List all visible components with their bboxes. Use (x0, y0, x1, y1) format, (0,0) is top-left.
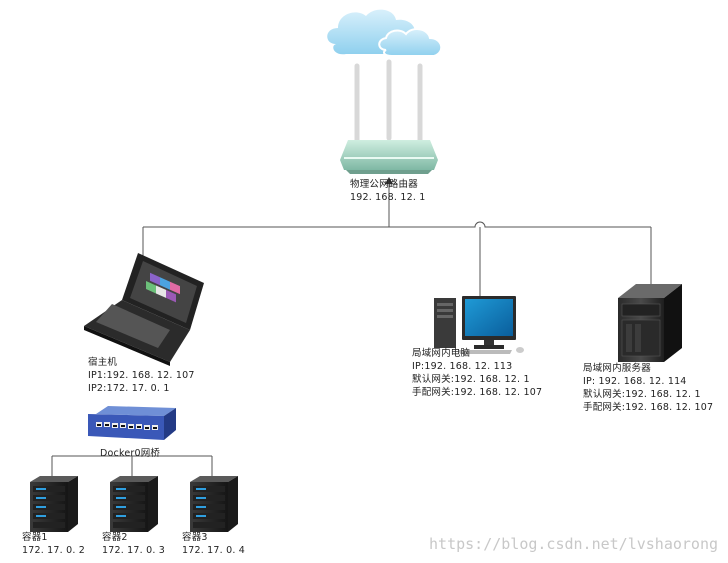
network-switch-icon (88, 406, 176, 440)
lan-bus-line (143, 221, 651, 228)
router-icon (340, 59, 438, 174)
pc-default-gateway: 默认网关:192. 168. 12. 1 (412, 374, 530, 385)
connection-lines (51, 178, 652, 476)
host-name: 宿主机 (88, 357, 118, 368)
rack-server-icon-3 (190, 476, 238, 532)
container-2-name: 容器2 (102, 532, 128, 543)
container-1-name: 容器1 (22, 532, 48, 543)
watermark-text: https://blog.csdn.net/lvshaorong (429, 535, 718, 553)
router-ip: 192. 168. 12. 1 (350, 192, 426, 203)
host-ip2: IP2:172. 17. 0. 1 (88, 383, 170, 394)
server-ip: IP: 192. 168. 12. 114 (583, 376, 687, 387)
router-name: 物理公网路由器 (350, 179, 418, 190)
cloud-icon (327, 9, 443, 57)
container-3-name: 容器3 (182, 532, 208, 543)
rack-server-icon-1 (30, 476, 78, 532)
pc-ip: IP:192. 168. 12. 113 (412, 361, 513, 372)
container-2-ip: 172. 17. 0. 3 (102, 545, 166, 556)
container-1-ip: 172. 17. 0. 2 (22, 545, 86, 556)
tower-server-icon (618, 284, 682, 362)
server-manual-gateway: 手配网关:192. 168. 12. 107 (583, 402, 714, 413)
laptop-icon (84, 253, 204, 366)
container-3-ip: 172. 17. 0. 4 (182, 545, 246, 556)
rack-server-icon-2 (110, 476, 158, 532)
desktop-pc-icon (434, 296, 524, 354)
server-name: 局域网内服务器 (583, 363, 651, 374)
bridge-name: Docker0网桥 (100, 448, 161, 459)
pc-name: 局域网内电脑 (412, 348, 471, 359)
uplink-arrow-icon (385, 177, 393, 184)
host-ip1: IP1:192. 168. 12. 107 (88, 370, 195, 381)
server-default-gateway: 默认网关:192. 168. 12. 1 (583, 389, 701, 400)
pc-manual-gateway: 手配网关:192. 168. 12. 107 (412, 387, 543, 398)
